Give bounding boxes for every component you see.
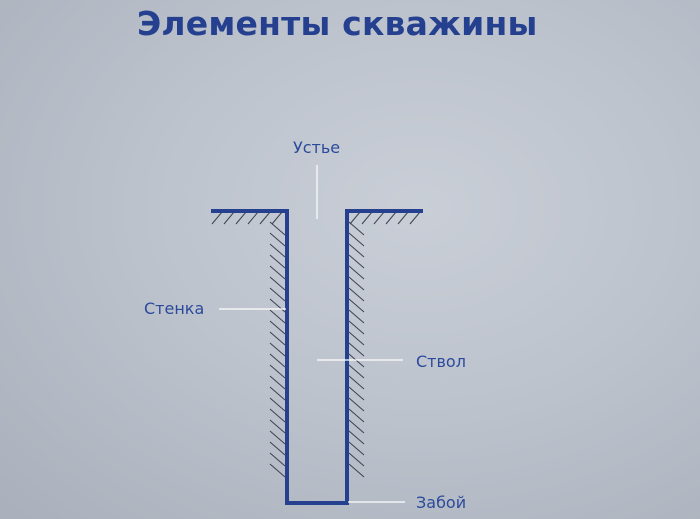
hatch-mark (348, 276, 365, 291)
hatch-mark (269, 386, 286, 401)
hatch-mark (348, 265, 365, 280)
slide-title: Элементы скважины (137, 4, 538, 43)
hatch-mark (348, 386, 365, 401)
hatch-mark (348, 254, 365, 269)
hatch-mark (348, 243, 365, 258)
hatch-mark (269, 375, 286, 390)
hatch-mark (348, 463, 365, 478)
hatch-mark (348, 298, 365, 313)
wall-hatch-left (269, 221, 286, 478)
hatch-mark (269, 397, 286, 412)
hatch-mark (348, 287, 365, 302)
ground-hatch-top-right (349, 211, 421, 225)
wall-hatch-right (348, 221, 365, 478)
hatch-mark (269, 430, 286, 445)
hatch-mark (348, 364, 365, 379)
label-stenka: Стенка (144, 299, 205, 318)
hatch-mark (348, 397, 365, 412)
hatch-mark (348, 441, 365, 456)
hatch-mark (269, 287, 286, 302)
hatch-mark (348, 375, 365, 390)
hatch-mark (348, 320, 365, 335)
hatch-mark (269, 419, 286, 434)
hatch-mark (269, 331, 286, 346)
hatch-mark (269, 265, 286, 280)
hatch-mark (269, 320, 286, 335)
ground-hatch-top-left (211, 211, 283, 225)
well-outline (211, 209, 423, 505)
label-zaboy: Забой (416, 493, 467, 512)
hatch-mark (348, 232, 365, 247)
hatch-mark (269, 463, 286, 478)
hatch-mark (269, 243, 286, 258)
hatch-mark (269, 353, 286, 368)
hatch-mark (269, 309, 286, 324)
hatch-mark (348, 408, 365, 423)
hatch-mark (269, 254, 286, 269)
label-ustye: Устье (293, 138, 341, 157)
hatch-mark (348, 430, 365, 445)
hatch-mark (269, 276, 286, 291)
hatch-mark (269, 364, 286, 379)
label-stvol: Ствол (416, 352, 466, 371)
hatch-mark (348, 221, 365, 236)
hatch-mark (348, 331, 365, 346)
hatch-mark (269, 408, 286, 423)
hatch-mark (269, 452, 286, 467)
hatch-mark (269, 441, 286, 456)
hatch-mark (348, 342, 365, 357)
hatch-mark (348, 419, 365, 434)
hatch-mark (269, 232, 286, 247)
hatch-mark (348, 452, 365, 467)
hatch-mark (348, 309, 365, 324)
hatch-mark (269, 221, 286, 236)
hatch-mark (269, 298, 286, 313)
hatch-mark (269, 342, 286, 357)
